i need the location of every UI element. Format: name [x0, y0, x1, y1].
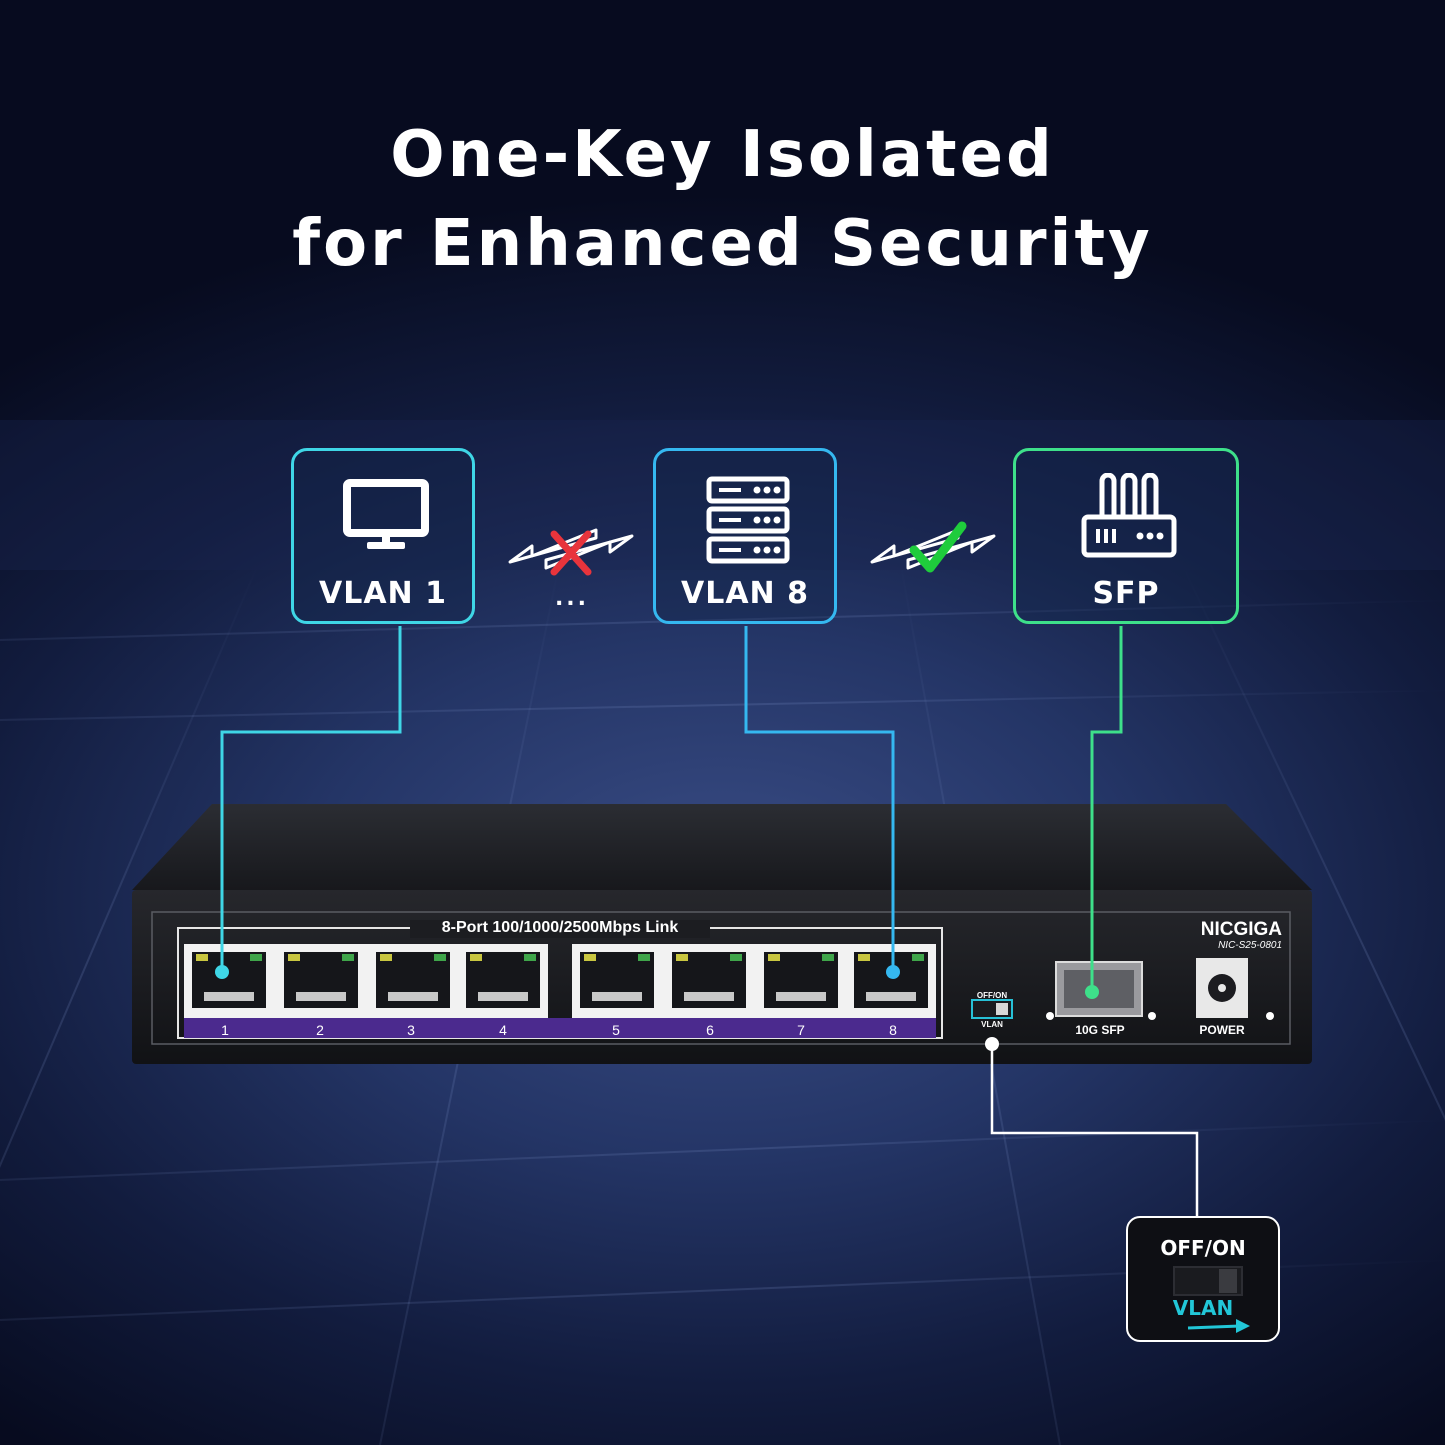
ellipsis-text: ... [554, 586, 590, 611]
arrow-right-icon [1187, 1319, 1250, 1333]
monitor-icon [343, 479, 429, 549]
dip-switch-top-label: OFF/ON [976, 991, 1008, 1000]
model-label: NIC-S25-0801 [1218, 940, 1282, 951]
port-number-5: 5 [612, 1022, 620, 1038]
callout-top-label: OFF/ON [1160, 1236, 1246, 1260]
x-mark-icon [550, 530, 592, 576]
port-header-label: 8-Port 100/1000/2500Mbps Link [441, 919, 679, 936]
headline-line2: for Enhanced Security [292, 207, 1153, 281]
vlan8-card: VLAN 8 [653, 448, 837, 624]
sfp-card: SFP [1013, 448, 1239, 624]
dip-switch-callout: OFF/ON VLAN [1126, 1216, 1280, 1342]
server-icon [706, 476, 790, 564]
vlan1-card: VLAN 1 [291, 448, 475, 624]
sfp-card-label: SFP [1092, 576, 1160, 611]
dip-switch-bottom-label: VLAN [981, 1020, 1003, 1029]
sfp-port-label: 10G SFP [1075, 1023, 1125, 1037]
toggle-switch-icon [1173, 1266, 1243, 1296]
router-icon [1081, 473, 1177, 558]
port-number-8: 8 [889, 1022, 897, 1038]
port-number-3: 3 [407, 1022, 415, 1038]
power-label: POWER [1199, 1023, 1245, 1037]
port-number-1: 1 [221, 1022, 229, 1038]
check-mark-icon [909, 521, 967, 573]
vlan8-label: VLAN 8 [681, 576, 809, 611]
callout-bottom-label: VLAN [1172, 1296, 1234, 1320]
brand-label: NICGIGA [1200, 919, 1282, 940]
vlan1-label: VLAN 1 [319, 576, 447, 611]
port-number-4: 4 [499, 1022, 507, 1038]
headline-line1: One-Key Isolated [390, 118, 1055, 192]
port-number-6: 6 [706, 1022, 714, 1038]
port-number-2: 2 [316, 1022, 324, 1038]
port-number-7: 7 [797, 1022, 805, 1038]
